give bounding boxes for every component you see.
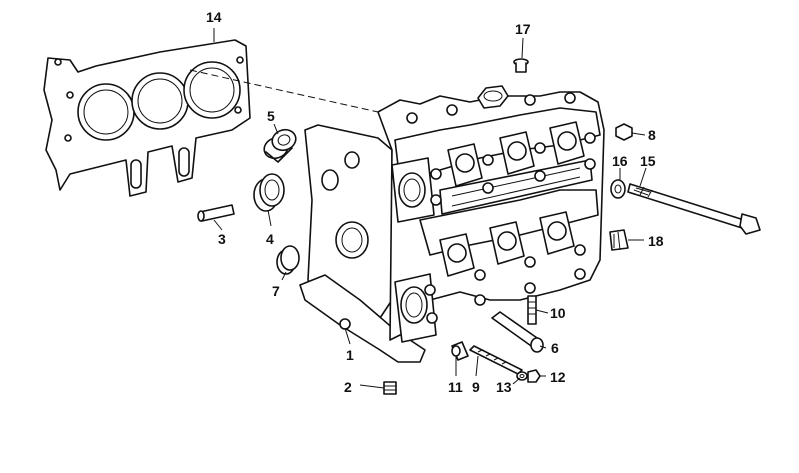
callout-7: 7	[272, 283, 280, 299]
callout-9: 9	[472, 379, 480, 395]
callout-1: 1	[346, 347, 354, 363]
callout-4: 4	[266, 231, 274, 247]
sleeve-11	[451, 341, 469, 361]
stud-10	[527, 295, 537, 325]
callout-17: 17	[515, 21, 531, 37]
callout-labels: 14 17 5 4 3 7 1 2 6 10 11 9 13 12 8 16 1…	[206, 9, 664, 395]
callout-6: 6	[551, 340, 559, 356]
stud-9	[469, 345, 523, 375]
sleeve-6	[491, 311, 544, 353]
callout-12: 12	[550, 369, 566, 385]
screw-2	[383, 381, 397, 395]
cap-7	[276, 245, 300, 275]
callout-14: 14	[206, 9, 222, 25]
head-gasket	[43, 39, 251, 197]
nut-12	[527, 369, 541, 383]
callout-18: 18	[648, 233, 664, 249]
callout-15: 15	[640, 153, 656, 169]
callout-8: 8	[648, 127, 656, 143]
cylinder-head	[299, 85, 605, 363]
ring-4	[253, 173, 285, 212]
nut-8	[615, 123, 633, 141]
bolt-15	[627, 183, 761, 235]
callout-3: 3	[218, 231, 226, 247]
washer-16	[610, 179, 626, 199]
callout-2: 2	[344, 379, 352, 395]
cap-18	[609, 229, 629, 251]
plug-17	[513, 58, 529, 73]
callout-16: 16	[612, 153, 628, 169]
callout-11: 11	[448, 379, 463, 395]
dowel-3	[197, 204, 235, 222]
callout-5: 5	[267, 108, 275, 124]
callout-10: 10	[550, 305, 566, 321]
ring-5	[263, 128, 297, 163]
alignment-line	[189, 69, 379, 113]
leader-lines	[213, 28, 647, 389]
callout-13: 13	[496, 379, 512, 395]
